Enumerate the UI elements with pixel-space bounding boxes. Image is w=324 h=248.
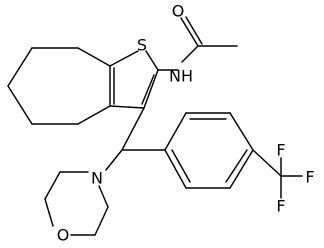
- thiophene-ring: [109, 50, 159, 109]
- bond: [109, 105, 145, 109]
- cyclohexene-ring: [7, 47, 111, 125]
- bond: [180, 17, 199, 47]
- bond: [229, 149, 254, 189]
- bond: [143, 69, 159, 109]
- morpholine-nitrogen-label: N: [91, 169, 103, 188]
- bond: [44, 198, 54, 227]
- bond: [77, 105, 111, 125]
- trifluoromethyl-group: [252, 149, 303, 199]
- bond: [105, 149, 123, 171]
- bond: [181, 45, 199, 63]
- bond: [164, 149, 187, 189]
- bond: [164, 112, 187, 151]
- carbonyl-oxygen-label: O: [172, 2, 185, 21]
- fluorine-atom-label: F: [305, 168, 314, 187]
- bond: [121, 107, 145, 151]
- phenyl-ring: [164, 112, 254, 189]
- acetamide-group: [157, 16, 238, 71]
- bond: [141, 74, 155, 105]
- morpholine-oxygen-label: O: [57, 226, 70, 245]
- bond: [171, 149, 191, 183]
- bond: [185, 16, 203, 45]
- sulfur-atom-label: S: [137, 36, 147, 55]
- bond: [229, 112, 254, 151]
- fluorine-atom-label: F: [276, 197, 285, 216]
- fluorine-atom-label: F: [276, 141, 285, 160]
- bond: [109, 50, 139, 67]
- bond: [94, 206, 109, 236]
- bond: [225, 149, 248, 183]
- morpholine-ring: [44, 171, 109, 236]
- bond: [98, 185, 109, 208]
- bond: [44, 171, 61, 200]
- bond: [7, 47, 33, 87]
- bond: [252, 149, 282, 177]
- bond: [145, 50, 159, 71]
- amide-nh-label: NH: [169, 67, 193, 86]
- methine-linker: [105, 107, 166, 171]
- bond: [77, 47, 111, 67]
- bond: [7, 85, 33, 125]
